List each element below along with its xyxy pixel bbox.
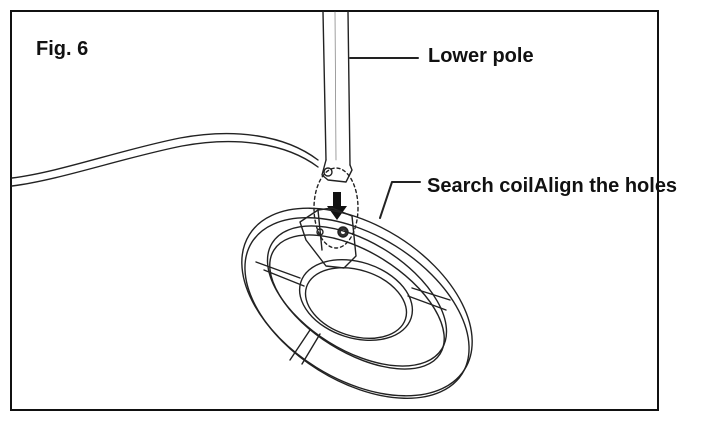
coil-cable	[11, 132, 319, 179]
search-coil-callout: Search coilAlign the holes	[427, 175, 677, 198]
lower-pole-shape	[321, 11, 353, 183]
search-coil-label: Search coil	[427, 175, 534, 197]
search-coil-shape	[241, 207, 473, 399]
coil-mounting-bracket	[299, 207, 357, 269]
figure-label: Fig. 6	[36, 38, 89, 60]
down-arrow-icon	[327, 192, 347, 220]
lower-pole-label: Lower pole	[428, 45, 534, 67]
search-coil-leader	[379, 181, 421, 219]
align-holes-label: Align the holes	[533, 175, 678, 197]
